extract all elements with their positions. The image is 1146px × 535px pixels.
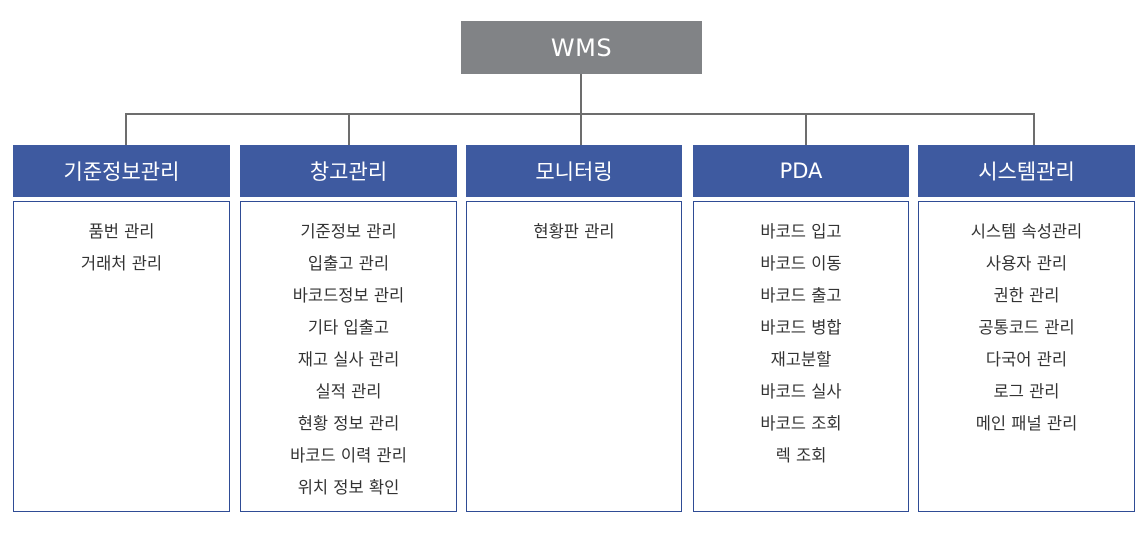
category-header-monitoring: 모니터링 [466,145,682,197]
list-item: 바코드 이력 관리 [290,446,407,465]
branch-line-1 [348,113,350,145]
list-item: 기준정보 관리 [300,222,397,241]
list-item: 사용자 관리 [985,254,1068,273]
list-item: 권한 관리 [993,286,1060,305]
list-item: 바코드 실사 [760,382,842,401]
list-item: 시스템 속성관리 [970,222,1083,241]
category-list-pda: 바코드 입고 바코드 이동 바코드 출고 바코드 병합 재고분할 바코드 실사 … [693,201,909,512]
root-node-wms: WMS [461,21,702,74]
category-header-master-data: 기준정보관리 [13,145,230,197]
list-item: 다국어 관리 [985,350,1068,369]
branch-line-0 [125,113,127,145]
list-item: 바코드 이동 [760,254,842,273]
branch-line-4 [1033,113,1035,145]
list-item: 현황 정보 관리 [297,414,400,433]
list-item: 바코드 입고 [760,222,842,241]
list-item: 위치 정보 확인 [297,478,400,497]
list-item: 실적 관리 [315,382,382,401]
branch-line-2 [580,113,582,145]
category-list-monitoring: 현황판 관리 [466,201,682,512]
category-list-master-data: 품번 관리 거래처 관리 [13,201,230,512]
list-item: 바코드 병합 [760,318,842,337]
category-header-pda: PDA [693,145,909,197]
list-item: 현황판 관리 [533,222,615,241]
list-item: 재고 실사 관리 [297,350,400,369]
list-item: 공통코드 관리 [978,318,1075,337]
branch-line-3 [805,113,807,145]
list-item: 메인 패널 관리 [975,414,1078,433]
list-item: 재고분할 [770,350,832,369]
list-item: 바코드 조회 [760,414,842,433]
list-item: 바코드정보 관리 [292,286,405,305]
category-header-system: 시스템관리 [918,145,1135,197]
list-item: 품번 관리 [88,222,155,241]
list-item: 입출고 관리 [307,254,390,273]
list-item: 바코드 출고 [760,286,842,305]
category-header-warehouse: 창고관리 [240,145,457,197]
list-item: 거래처 관리 [80,254,163,273]
root-stem-line [580,74,582,114]
list-item: 로그 관리 [993,382,1060,401]
list-item: 렉 조회 [775,446,827,465]
list-item: 기타 입출고 [307,318,390,337]
category-list-warehouse: 기준정보 관리 입출고 관리 바코드정보 관리 기타 입출고 재고 실사 관리 … [240,201,457,512]
category-list-system: 시스템 속성관리 사용자 관리 권한 관리 공통코드 관리 다국어 관리 로그 … [918,201,1135,512]
